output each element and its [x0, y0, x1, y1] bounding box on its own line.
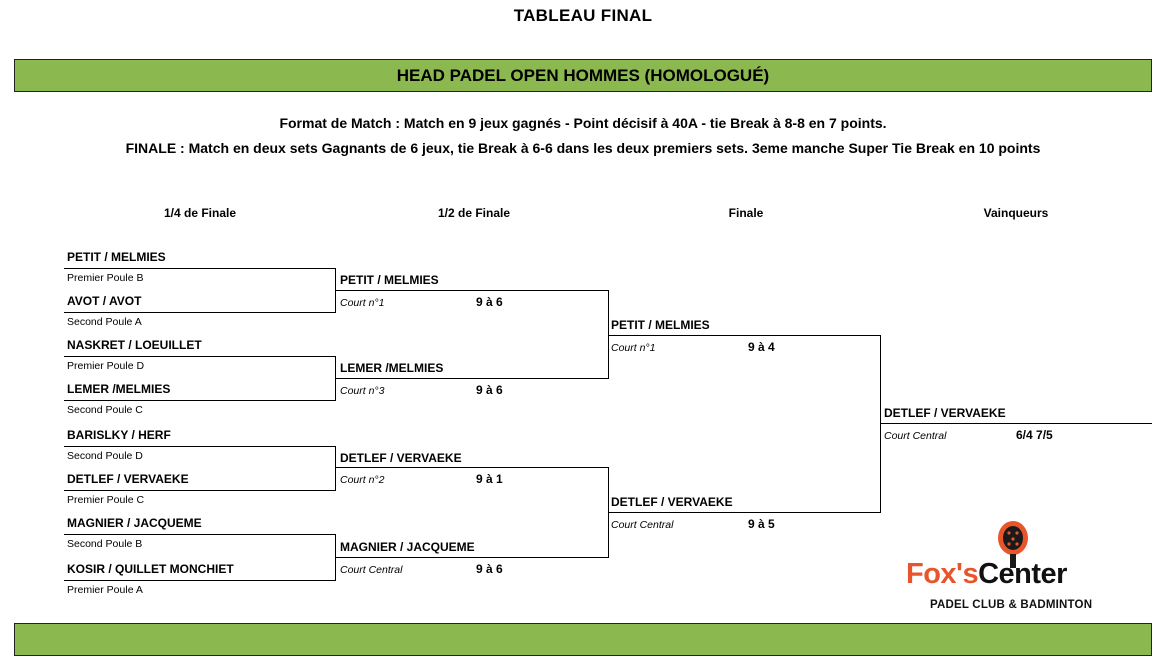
qf-team-1: PETIT / MELMIES	[67, 250, 166, 264]
qf-seed-4: Second Poule C	[67, 404, 143, 416]
sf-line-2	[336, 378, 609, 379]
winner-court: Court Central	[884, 430, 947, 442]
logo-tagline: PADEL CLUB & BADMINTON	[930, 599, 1093, 611]
sf-team-1: PETIT / MELMIES	[340, 273, 439, 287]
qf-line-1	[64, 268, 336, 269]
sf-line-1	[336, 290, 609, 291]
sf-line-3	[336, 467, 609, 468]
qf-connector-2	[335, 356, 336, 401]
winner-line	[881, 423, 1152, 424]
qf-team-8: KOSIR / QUILLET MONCHIET	[67, 562, 234, 576]
event-banner: HEAD PADEL OPEN HOMMES (HOMOLOGUÉ)	[14, 59, 1152, 92]
sf-score-2: 9 à 6	[476, 383, 503, 397]
qf-team-2: AVOT / AVOT	[67, 294, 142, 308]
sf-connector-2	[608, 467, 609, 558]
qf-line-6	[64, 490, 336, 491]
qf-line-2	[64, 312, 336, 313]
final-format-line: FINALE : Match en deux sets Gagnants de …	[125, 140, 1041, 156]
sf-court-1: Court n°1	[340, 297, 385, 309]
padel-racket-icon	[998, 521, 1028, 568]
footer-banner	[14, 623, 1152, 656]
event-name: HEAD PADEL OPEN HOMMES (HOMOLOGUÉ)	[396, 66, 770, 85]
qf-team-7: MAGNIER / JACQUEME	[67, 516, 202, 530]
round-header-quarter: 1/4 de Finale	[163, 206, 237, 220]
match-format-line: Format de Match : Match en 9 jeux gagnés…	[279, 115, 887, 131]
qf-line-8	[64, 580, 336, 581]
winner-score: 6/4 7/5	[1016, 428, 1053, 442]
logo-fox-text: Fox's	[906, 558, 979, 590]
sf-line-4	[336, 557, 609, 558]
final-score-1: 9 à 4	[748, 340, 775, 354]
qf-line-5	[64, 446, 336, 447]
sf-team-2: LEMER /MELMIES	[340, 361, 444, 375]
qf-seed-7: Second Poule B	[67, 538, 143, 550]
sf-connector-1	[608, 290, 609, 379]
qf-seed-1: Premier Poule B	[67, 272, 144, 284]
qf-connector-3	[335, 446, 336, 491]
sf-team-4: MAGNIER / JACQUEME	[340, 540, 475, 554]
final-line-1	[609, 335, 881, 336]
sf-score-3: 9 à 1	[476, 472, 503, 486]
qf-seed-2: Second Poule A	[67, 316, 142, 328]
sf-score-1: 9 à 6	[476, 295, 503, 309]
final-line-2	[609, 512, 881, 513]
final-court-1: Court n°1	[611, 342, 656, 354]
winner-team: DETLEF / VERVAEKE	[884, 406, 1006, 420]
qf-seed-6: Premier Poule C	[67, 494, 145, 506]
sf-court-4: Court Central	[340, 564, 403, 576]
qf-team-6: DETLEF / VERVAEKE	[67, 472, 189, 486]
logo-center-text: Center	[978, 558, 1067, 590]
qf-line-4	[64, 400, 336, 401]
qf-seed-3: Premier Poule D	[67, 360, 145, 372]
qf-line-3	[64, 356, 336, 357]
final-team-1: PETIT / MELMIES	[611, 318, 710, 332]
qf-seed-5: Second Poule D	[67, 450, 143, 462]
sf-court-2: Court n°3	[340, 385, 385, 397]
qf-connector-4	[335, 534, 336, 581]
sf-team-3: DETLEF / VERVAEKE	[340, 451, 462, 465]
qf-team-4: LEMER /MELMIES	[67, 382, 171, 396]
club-logo: Fox'sCenter PADEL CLUB & BADMINTON	[896, 520, 1136, 620]
qf-seed-8: Premier Poule A	[67, 584, 143, 596]
round-header-semi: 1/2 de Finale	[437, 206, 511, 220]
qf-team-3: NASKRET / LOEUILLET	[67, 338, 202, 352]
final-score-2: 9 à 5	[748, 517, 775, 531]
final-court-2: Court Central	[611, 519, 674, 531]
page-title: TABLEAU FINAL	[513, 6, 653, 25]
round-header-final: Finale	[728, 206, 764, 220]
qf-connector-1	[335, 268, 336, 313]
qf-team-5: BARISLKY / HERF	[67, 428, 171, 442]
round-header-winners: Vainqueurs	[983, 206, 1049, 220]
sf-score-4: 9 à 6	[476, 562, 503, 576]
final-connector	[880, 335, 881, 513]
final-team-2: DETLEF / VERVAEKE	[611, 495, 733, 509]
qf-line-7	[64, 534, 336, 535]
sf-court-3: Court n°2	[340, 474, 385, 486]
